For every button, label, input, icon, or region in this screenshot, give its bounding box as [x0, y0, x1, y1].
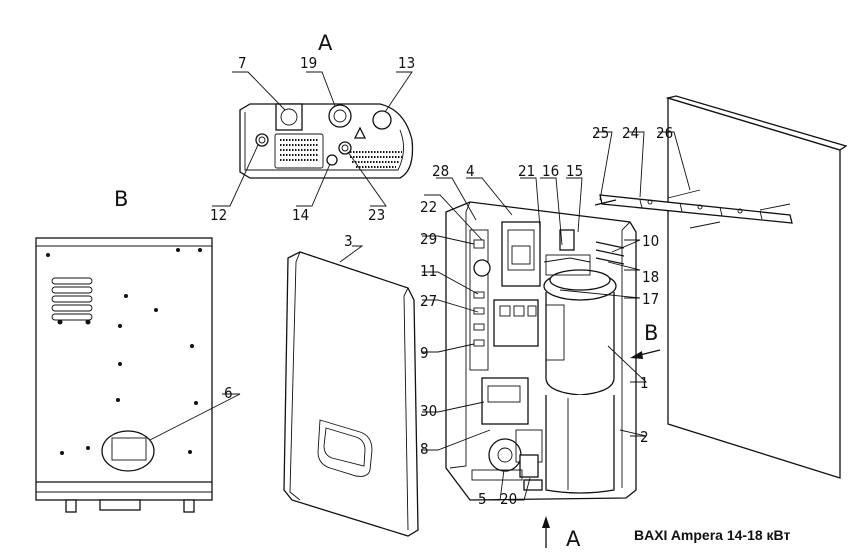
- callout-8: 8: [420, 440, 429, 458]
- callout-14: 14: [292, 206, 309, 224]
- brick-wall: [665, 95, 848, 479]
- callout-labels: 7 19 13 12 14 23 28 4 21 16 15 22 29 11 …: [210, 54, 673, 508]
- callout-15: 15: [566, 162, 583, 180]
- callout-13: 13: [398, 54, 415, 72]
- callout-17: 17: [642, 290, 659, 308]
- callout-11: 11: [420, 262, 437, 280]
- boiler-body: [445, 201, 637, 501]
- callout-27: 27: [420, 292, 437, 310]
- callout-28: 28: [432, 162, 449, 180]
- view-label-a-top: A: [318, 31, 333, 55]
- diagram-caption: BAXI Ampera 14-18 кВт: [634, 527, 790, 543]
- view-label-b-left: B: [114, 187, 128, 211]
- callout-29: 29: [420, 230, 437, 248]
- callout-18: 18: [642, 268, 659, 286]
- vent-slots: [51, 277, 93, 321]
- callout-30: 30: [420, 402, 437, 420]
- mounting-bracket: [594, 189, 793, 229]
- view-a-inset: [239, 103, 414, 179]
- callout-4: 4: [466, 162, 475, 180]
- callout-3: 3: [344, 232, 353, 250]
- callout-20: 20: [500, 490, 517, 508]
- view-labels: A B B A: [114, 31, 658, 551]
- front-cover: [283, 251, 419, 537]
- callout-22: 22: [420, 198, 437, 216]
- callout-24: 24: [622, 124, 639, 142]
- callout-21: 21: [518, 162, 535, 180]
- callout-7: 7: [238, 54, 247, 72]
- view-arrows: [542, 349, 661, 548]
- leader-lines: [149, 71, 691, 501]
- callout-19: 19: [300, 54, 317, 72]
- callout-16: 16: [542, 162, 559, 180]
- callout-12: 12: [210, 206, 227, 224]
- callout-25: 25: [592, 124, 609, 142]
- view-label-a-bottom: A: [566, 527, 581, 551]
- callout-6: 6: [224, 384, 233, 402]
- high-voltage-warning-icon: [353, 126, 367, 139]
- view-label-b-right: B: [644, 321, 658, 345]
- callout-1: 1: [640, 374, 649, 392]
- callout-2: 2: [640, 428, 649, 446]
- callout-9: 9: [420, 344, 429, 362]
- callout-10: 10: [642, 232, 659, 250]
- view-b-side-panel: [35, 237, 213, 513]
- callout-26: 26: [656, 124, 673, 142]
- callout-5: 5: [478, 490, 487, 508]
- callout-23: 23: [368, 206, 385, 224]
- vent-dots: [280, 139, 402, 168]
